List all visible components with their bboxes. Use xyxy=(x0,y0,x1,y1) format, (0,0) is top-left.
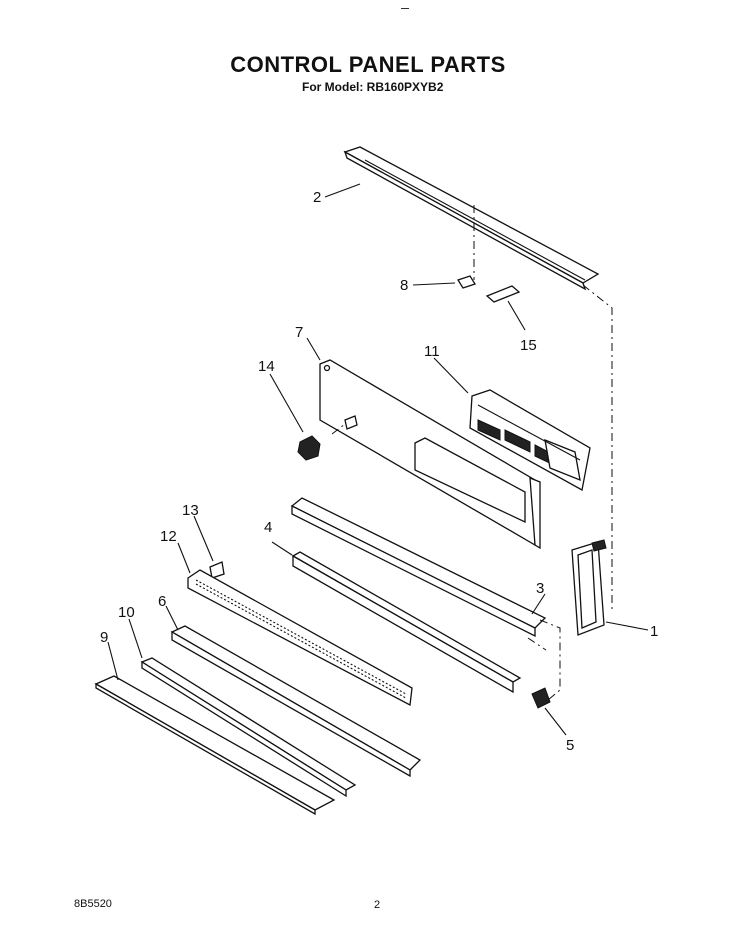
callout-11: 11 xyxy=(424,343,440,360)
part-7-control-panel xyxy=(319,359,541,550)
callout-13: 13 xyxy=(182,502,199,519)
part-8-clip xyxy=(457,275,476,289)
page-title: CONTROL PANEL PARTS xyxy=(230,52,506,77)
page-number: 2 xyxy=(374,899,381,911)
callout-7: 7 xyxy=(295,324,303,341)
part-6-lower-rail xyxy=(170,625,422,778)
callout-8: 8 xyxy=(400,277,408,294)
callout-labels: 2 8 15 11 7 14 4 3 1 5 13 12 6 10 9 xyxy=(100,189,658,754)
callout-12: 12 xyxy=(160,528,177,545)
part-9-bottom-panel xyxy=(94,675,336,816)
callout-4: 4 xyxy=(264,519,272,536)
callout-1: 1 xyxy=(650,623,658,640)
part-2-top-trim xyxy=(343,146,600,291)
callout-3: 3 xyxy=(536,580,544,597)
callout-10: 10 xyxy=(118,604,135,621)
document-number: 8B5520 xyxy=(74,898,112,910)
callout-9: 9 xyxy=(100,629,108,646)
callout-14: 14 xyxy=(258,358,275,375)
callout-15: 15 xyxy=(520,337,537,354)
callout-6: 6 xyxy=(158,593,166,610)
part-14-switch xyxy=(297,435,321,461)
part-12-vent-grille xyxy=(187,569,413,707)
part-10-support-strip xyxy=(140,657,357,798)
callout-5: 5 xyxy=(566,737,574,754)
leader-lines xyxy=(107,183,649,736)
part-11-control-board xyxy=(469,389,591,492)
callout-2: 2 xyxy=(313,189,321,206)
top-tick-mark xyxy=(401,8,409,9)
part-5-clip xyxy=(531,687,551,709)
part-3-lower-channel xyxy=(291,551,522,694)
part-13-bracket xyxy=(209,561,225,579)
alignment-lines xyxy=(331,205,613,701)
part-1-side-bracket xyxy=(571,539,607,636)
model-subtitle: For Model: RB160PXYB2 xyxy=(302,80,444,94)
part-15-bracket xyxy=(485,285,521,303)
part-4-upper-channel xyxy=(290,497,547,638)
